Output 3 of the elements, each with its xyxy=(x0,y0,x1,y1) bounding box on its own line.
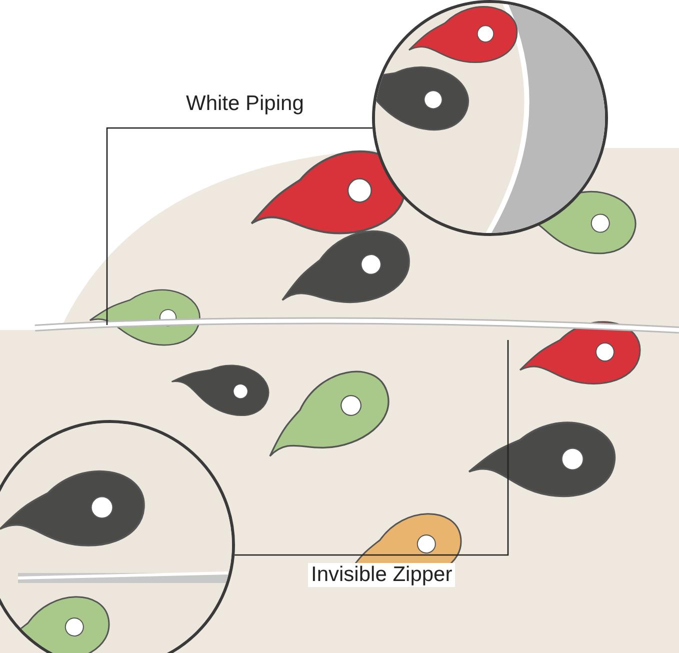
callout-label: Invisible Zipper xyxy=(308,563,456,587)
leader-line xyxy=(234,340,509,556)
leader-line xyxy=(106,127,372,325)
